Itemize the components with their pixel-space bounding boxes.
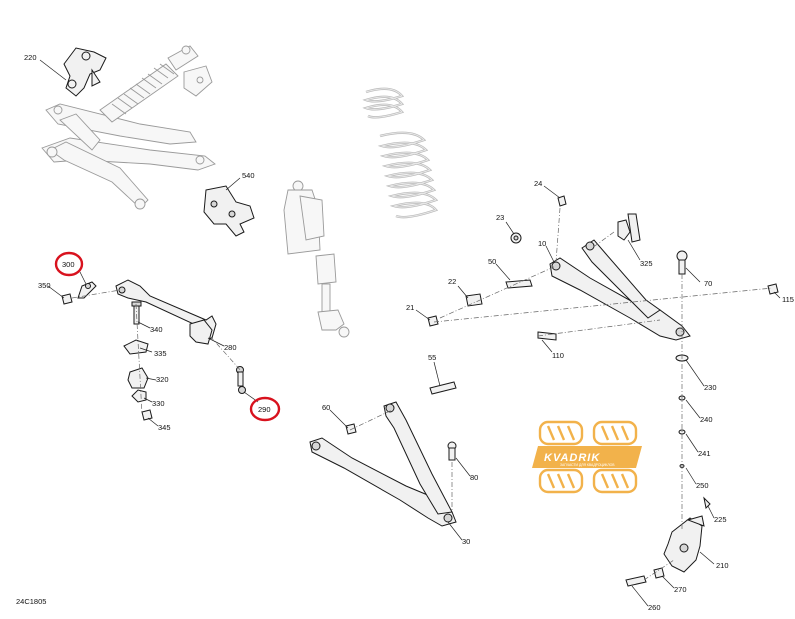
diagram-reference-code: 24C1805 — [16, 597, 46, 606]
callout-24: 24 — [534, 179, 542, 188]
callout-300: 300 — [62, 260, 75, 269]
cap-23 — [510, 232, 522, 244]
bolt-260 — [625, 575, 647, 587]
bracket-325 — [617, 213, 641, 243]
callout-250: 250 — [696, 481, 709, 490]
callout-270: 270 — [674, 585, 687, 594]
grease-fitting-24 — [557, 195, 567, 207]
nut-115 — [767, 283, 779, 295]
callout-60: 60 — [322, 403, 330, 412]
coil-spring — [362, 87, 439, 219]
callout-labels: 220 540 24 23 10 325 50 70 115 22 21 110… — [24, 53, 794, 612]
kvadrik-watermark-logo: KVADRIK ЗАПЧАСТИ ДЛЯ КВАДРОЦИКЛОВ — [532, 420, 642, 494]
nut-60 — [345, 423, 357, 435]
bolt-110 — [537, 331, 557, 341]
callout-50: 50 — [488, 257, 496, 266]
lower-a-arm-30 — [309, 401, 457, 527]
callout-leader-lines — [39, 59, 781, 607]
knuckle-210 — [663, 515, 705, 573]
tire-tread-decoration — [538, 420, 638, 494]
callout-110: 110 — [552, 351, 564, 360]
spacer-22 — [465, 293, 483, 307]
watermark-logo-text: KVADRIK — [544, 452, 600, 464]
callout-21: 21 — [406, 303, 414, 312]
callout-325: 325 — [640, 259, 653, 268]
callout-260: 260 — [648, 603, 661, 612]
callout-280: 280 — [224, 343, 237, 352]
clamp-330 — [131, 389, 147, 403]
ghost-coil — [111, 63, 175, 115]
highlight-circle-300 — [54, 251, 84, 277]
watermark-tagline: ЗАПЧАСТИ ДЛЯ КВАДРОЦИКЛОВ — [560, 463, 615, 467]
callout-225: 225 — [714, 515, 727, 524]
stabilizer-link-300 — [77, 281, 97, 299]
upper-a-arm-10 — [549, 239, 691, 341]
nut-345 — [141, 409, 153, 421]
callout-240: 240 — [700, 415, 713, 424]
callout-350: 350 — [38, 281, 51, 290]
callout-345: 345 — [158, 423, 171, 432]
callout-230: 230 — [704, 383, 717, 392]
assembly-center-lines — [71, 207, 773, 581]
ghosted-suspension-assembly — [41, 45, 216, 210]
callout-55: 55 — [428, 353, 436, 362]
callout-10: 10 — [538, 239, 546, 248]
callout-220: 220 — [24, 53, 37, 62]
callout-241: 241 — [698, 449, 711, 458]
callout-330: 330 — [152, 399, 165, 408]
callout-320: 320 — [156, 375, 169, 384]
callout-340: 340 — [150, 325, 163, 334]
nut-21 — [427, 315, 439, 327]
bolt-340 — [131, 301, 142, 325]
callout-30: 30 — [462, 537, 470, 546]
ball-joint-80 — [447, 441, 457, 461]
knuckle-220 — [63, 47, 107, 97]
stabilizer-link-290 — [236, 366, 246, 394]
highlight-circles — [54, 251, 281, 422]
callout-23: 23 — [496, 213, 504, 222]
bracket-540 — [203, 185, 255, 237]
highlight-circle-290 — [249, 396, 281, 422]
bolt-55 — [429, 381, 457, 395]
bracket-335 — [123, 339, 149, 355]
bracket-280 — [189, 319, 213, 345]
nut-350 — [61, 293, 73, 305]
callout-335: 335 — [154, 349, 167, 358]
nut-270 — [653, 567, 665, 579]
ball-joint-70 — [676, 250, 688, 275]
shock-absorber — [283, 180, 350, 338]
callout-115: 115 — [782, 295, 794, 304]
callout-80: 80 — [470, 473, 478, 482]
callout-210: 210 — [716, 561, 729, 570]
callout-540: 540 — [242, 171, 255, 180]
callout-22: 22 — [448, 277, 456, 286]
bushing-320 — [127, 367, 149, 389]
bolt-50 — [505, 279, 533, 289]
callout-290: 290 — [258, 405, 271, 414]
callout-70: 70 — [704, 279, 712, 288]
